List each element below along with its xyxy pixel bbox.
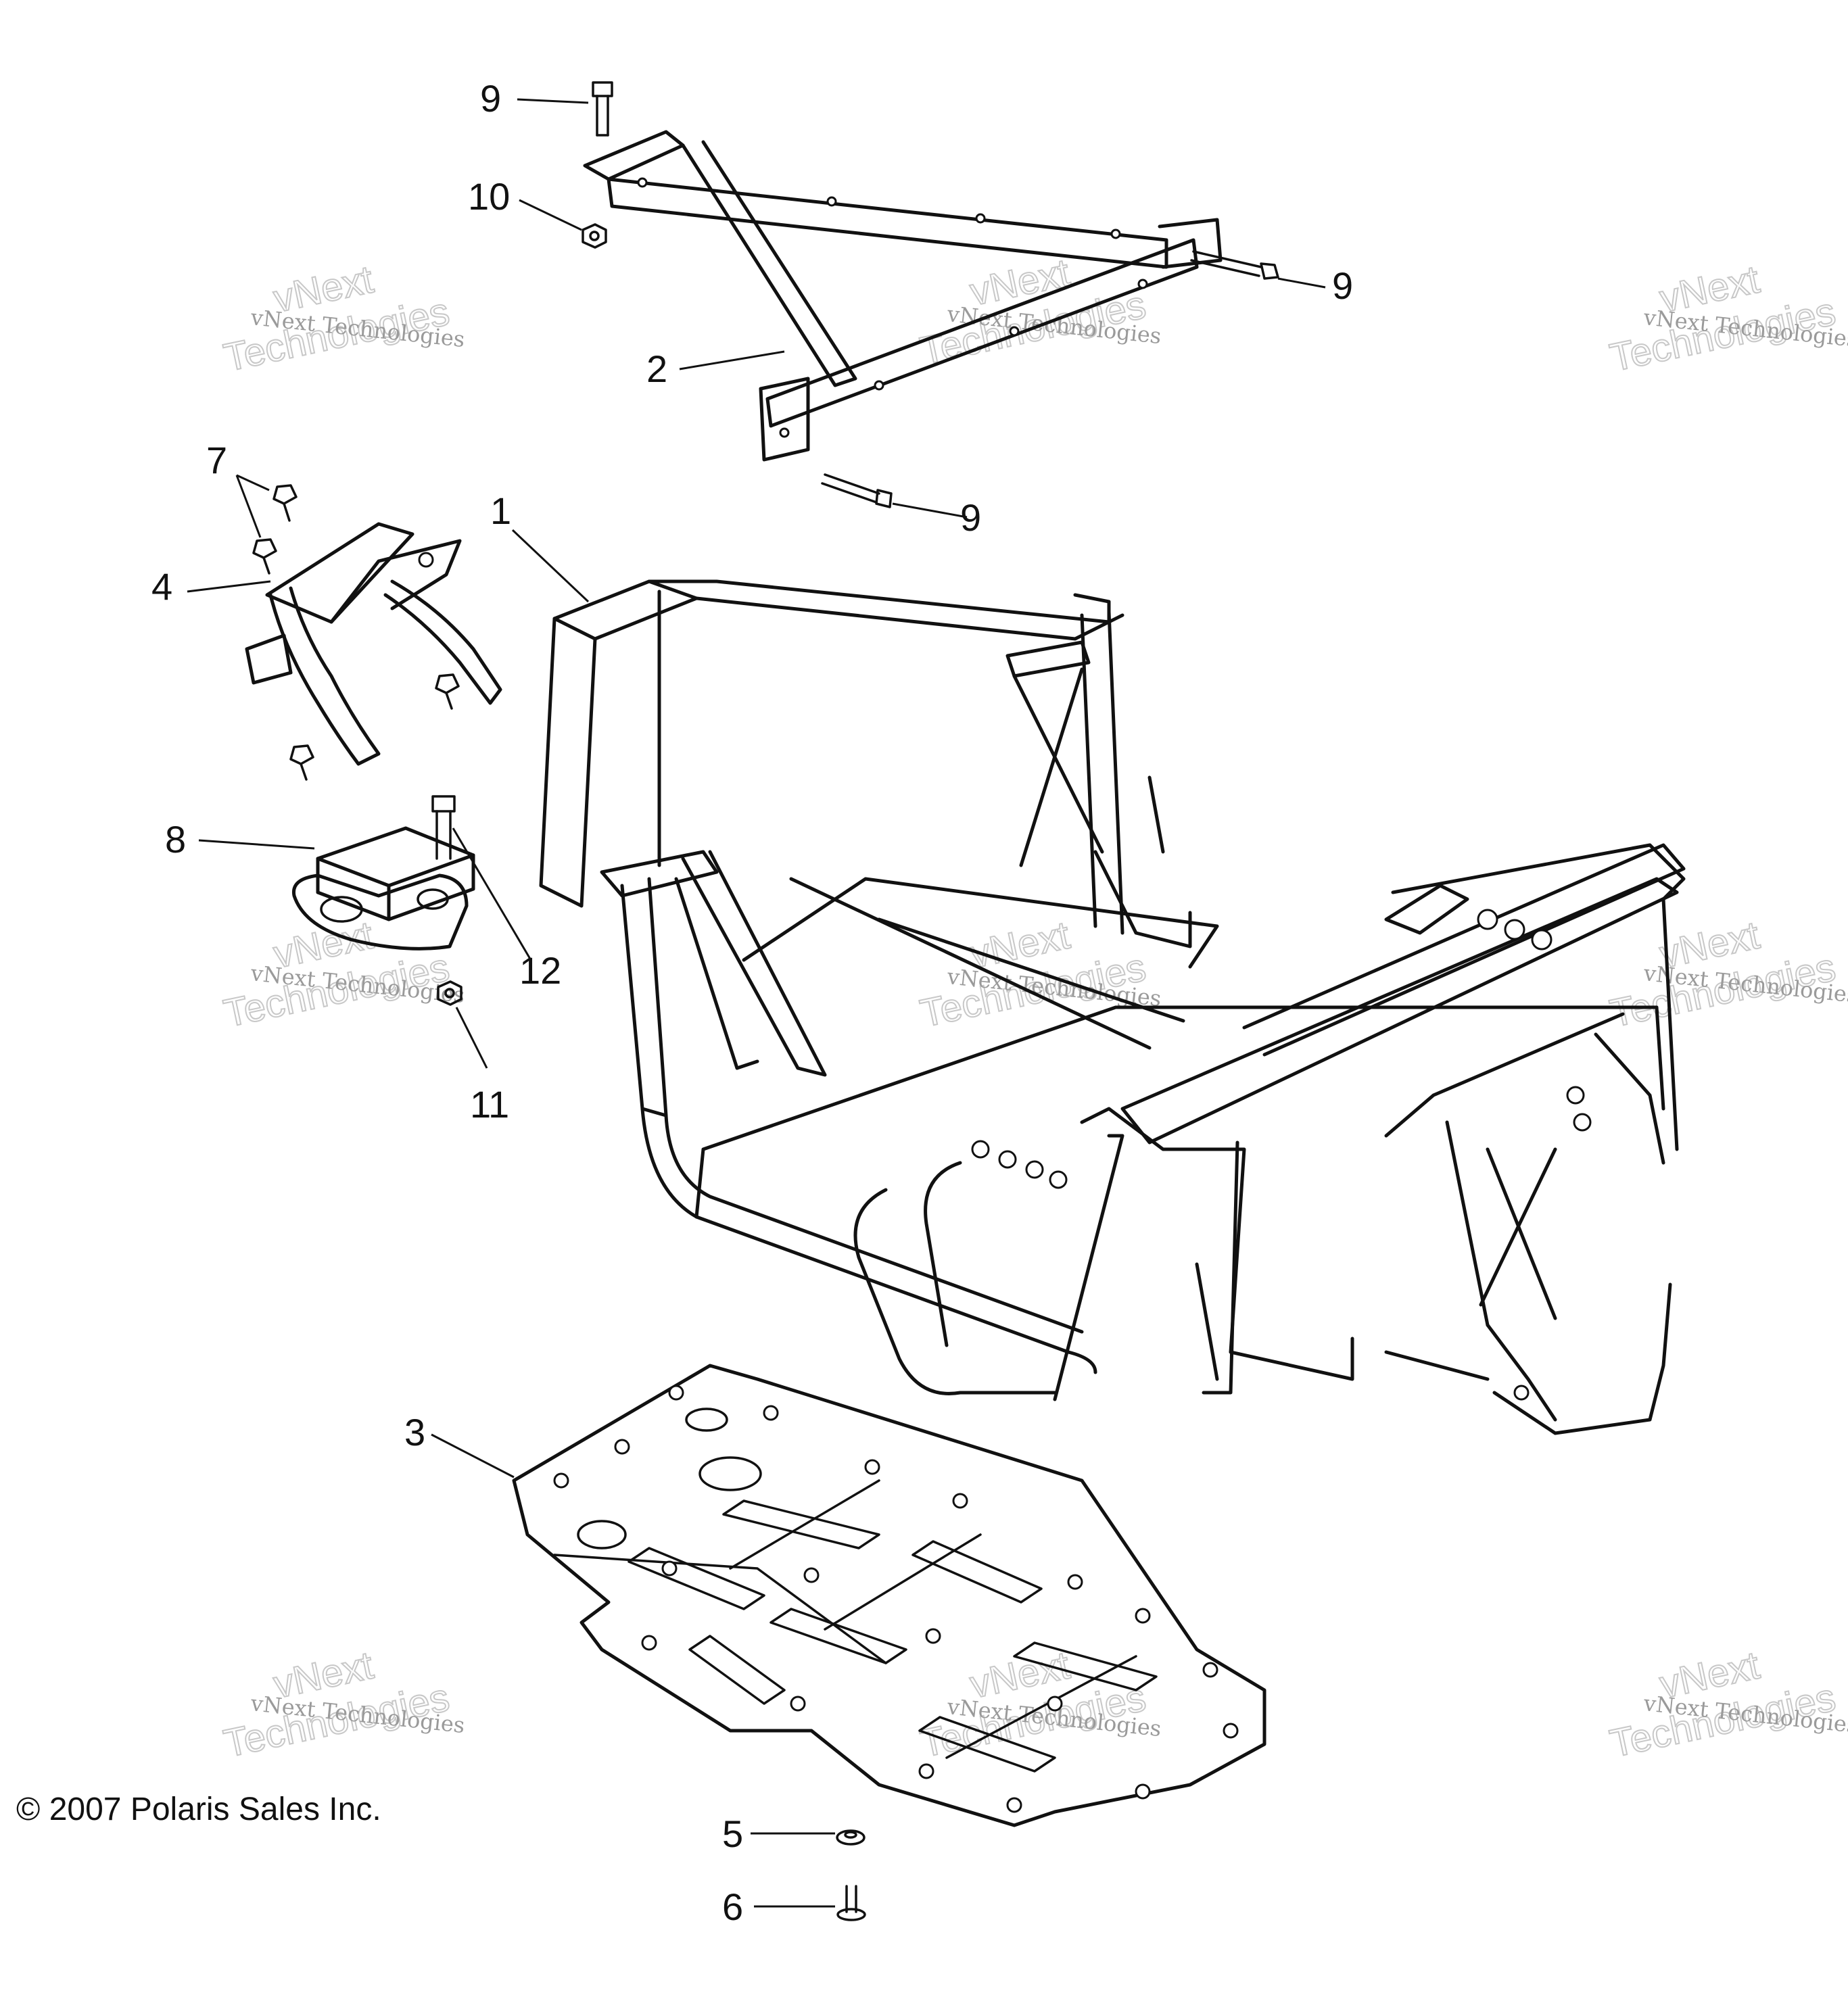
callout-10: 10 (468, 175, 510, 218)
callout-1: 1 (490, 489, 511, 532)
screw-7-a (273, 484, 298, 522)
callout-6: 6 (722, 1885, 743, 1928)
bracket-4 (245, 522, 502, 766)
leader-lines (187, 98, 1326, 1908)
bracket-2 (583, 130, 1223, 462)
bolt-9-top (592, 81, 613, 137)
main-frame-1 (539, 579, 1686, 1435)
nut-11 (437, 980, 463, 1006)
bolt-12 (431, 795, 456, 860)
callout-7: 7 (206, 439, 227, 481)
callout-5: 5 (722, 1812, 743, 1855)
screw-6 (836, 1885, 866, 1921)
callout-9-right: 9 (1332, 264, 1353, 307)
callout-12: 12 (519, 949, 561, 992)
screw-7-c (435, 673, 460, 710)
screw-7-d (289, 744, 314, 781)
nut-10 (582, 223, 607, 249)
watermark-mid-center: vNext Technologies (916, 912, 1150, 1036)
callout-8: 8 (165, 818, 186, 861)
watermark-top-left: vNext Technologies (219, 256, 454, 381)
callout-11: 11 (470, 1083, 509, 1126)
skid-plate-3 (512, 1364, 1266, 1827)
callout-9-lower: 9 (960, 496, 981, 539)
callout-4: 4 (151, 565, 172, 608)
watermark-bottom-left: vNext Technologies (219, 1642, 454, 1766)
watermark-top-center: vNext Technologies (916, 249, 1150, 374)
watermark-bottom-center: vNext Technologies (916, 1642, 1150, 1766)
copyright-notice: © 2007 Polaris Sales Inc. (16, 1792, 381, 1827)
hitch-receiver-8 (291, 826, 475, 951)
callout-labels: 9 10 2 9 9 7 1 4 8 12 11 3 5 6 (151, 77, 1353, 1928)
callout-9-top: 9 (480, 77, 501, 120)
washer-5 (836, 1829, 866, 1846)
callout-3: 3 (404, 1411, 425, 1453)
bolt-9-lower (821, 473, 893, 508)
callout-2: 2 (646, 347, 667, 390)
bolt-9-right (1190, 250, 1279, 280)
screw-7-b (252, 538, 277, 575)
